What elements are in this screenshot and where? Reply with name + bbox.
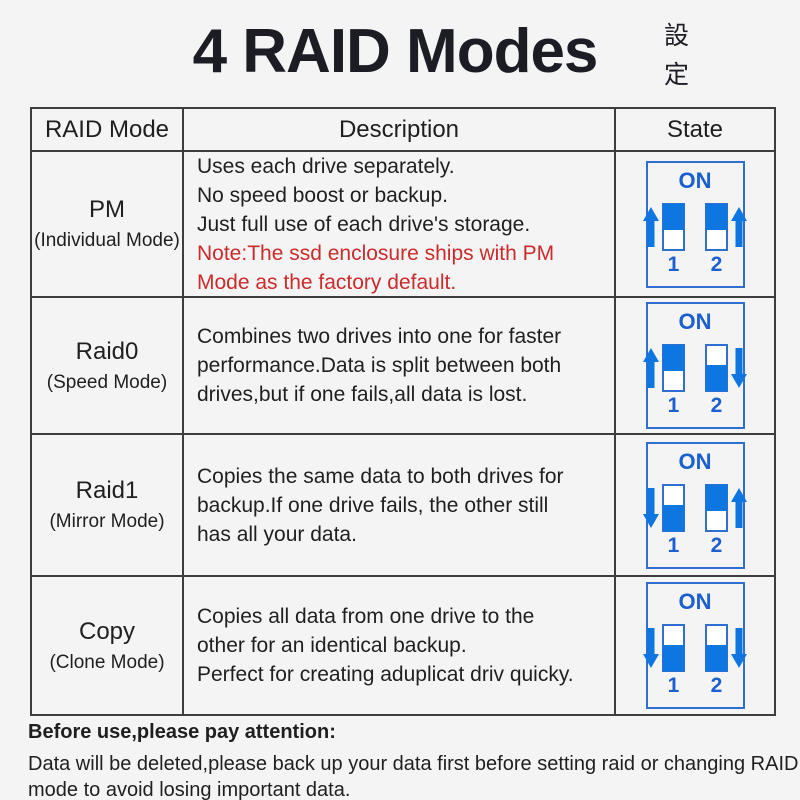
dip-switch-1 [662, 483, 685, 532]
note-line-red: Mode as the factory default. [197, 270, 457, 294]
raid-modes-table: RAID Mode Description State PM (Individu… [30, 107, 776, 716]
dip-switch-2 [705, 344, 728, 392]
note-line-red: Note:The ssd enclosure ships with PM [197, 241, 555, 265]
switch-number-2: 2 [710, 674, 723, 697]
on-label: ON [678, 167, 712, 193]
mode-subtitle: (Speed Mode) [46, 371, 168, 393]
dip-switch-2 [705, 202, 728, 251]
arrow-up-icon [731, 206, 747, 247]
description-line: Copies all data from one drive to the [197, 605, 535, 628]
state-cell-raid1: ON 1 2 [616, 435, 774, 577]
vertical-cjk-title: 設 定 [664, 24, 689, 88]
dip-switch-diagram-raid0: ON 1 2 [643, 302, 747, 429]
mode-name: Raid0 [75, 337, 139, 365]
switch-row [643, 202, 747, 251]
dip-switch-1 [662, 624, 685, 672]
arrow-down-icon [643, 487, 659, 528]
mode-name: Copy [78, 617, 136, 645]
switch-number-2: 2 [710, 533, 723, 557]
mode-name: Raid1 [75, 477, 139, 504]
footer-body-line: Data will be deleted,please back up your… [28, 753, 799, 775]
switch-knob [663, 203, 684, 230]
state-cell-raid0: ON 1 2 [616, 298, 774, 435]
cjk-char-ding: 定 [664, 61, 690, 89]
switch-knob [663, 345, 684, 371]
description-line: Copies the same data to both drives for [197, 464, 564, 488]
switch-numbers: 1 2 [662, 394, 728, 417]
arrow-up-icon [643, 348, 659, 388]
switch-number-2: 2 [710, 394, 723, 417]
description-line: other for an identical backup. [197, 634, 467, 657]
footer-warning: Before use,please pay attention: Data wi… [28, 721, 799, 800]
switch-knob [706, 365, 727, 391]
arrow-down-icon [643, 628, 659, 668]
switch-knob [663, 645, 684, 671]
dip-switch-diagram-pm: ON 1 2 [643, 160, 747, 288]
description-line: Perfect for creating aduplicat driv quic… [197, 663, 574, 686]
description-line: Uses each drive separately. [197, 154, 455, 178]
footer-body-line: mode to avoid losing important data. [28, 779, 351, 800]
mode-subtitle: (Mirror Mode) [49, 511, 165, 532]
description-line: Just full use of each drive's storage. [197, 212, 531, 236]
column-header-raid-mode: RAID Mode [32, 109, 184, 152]
description-line: performance.Data is split between both [197, 354, 562, 377]
column-header-state: State [616, 109, 774, 152]
dip-switch-1 [662, 344, 685, 392]
mode-name: PM [89, 196, 125, 223]
description-cell-raid0: Combines two drives into one for faster … [184, 298, 616, 435]
mode-cell-raid0: Raid0 (Speed Mode) [32, 298, 184, 435]
description-line: has all your data. [197, 522, 357, 546]
switch-numbers: 1 2 [662, 534, 728, 557]
arrow-down-icon [731, 628, 747, 668]
page-title: 4 RAID Modes [192, 17, 599, 86]
switch-row [643, 344, 747, 392]
switch-row [643, 624, 747, 672]
switch-numbers: 1 2 [662, 253, 728, 276]
switch-row [643, 483, 747, 532]
description-line: backup.If one drive fails, the other sti… [197, 493, 549, 517]
arrow-up-icon [731, 487, 747, 528]
switch-knob [706, 203, 727, 230]
mode-subtitle: (Individual Mode) [34, 230, 180, 251]
description-cell-pm: Uses each drive separately. No speed boo… [184, 152, 616, 298]
mode-cell-pm: PM (Individual Mode) [32, 152, 184, 298]
cjk-char-she: 設 [664, 22, 690, 50]
arrow-up-icon [643, 206, 659, 247]
mode-cell-raid1: Raid1 (Mirror Mode) [32, 435, 184, 577]
description-line: No speed boost or backup. [197, 183, 448, 207]
switch-number-1: 1 [667, 533, 680, 557]
dip-switch-2 [705, 624, 728, 672]
dip-switch-1 [662, 202, 685, 251]
dip-switch-diagram-copy: ON 1 2 [643, 582, 747, 709]
mode-cell-copy: Copy (Clone Mode) [32, 577, 184, 714]
on-label: ON [678, 448, 712, 474]
switch-numbers: 1 2 [662, 674, 728, 697]
column-header-description: Description [184, 109, 616, 152]
switch-knob [663, 504, 684, 531]
switch-number-1: 1 [667, 394, 680, 417]
switch-knob [706, 484, 727, 511]
description-line: drives,but if one fails,all data is lost… [197, 383, 528, 406]
switch-number-1: 1 [667, 674, 680, 697]
switch-number-2: 2 [710, 252, 723, 276]
description-cell-copy: Copies all data from one drive to the ot… [184, 577, 616, 714]
switch-knob [706, 645, 727, 671]
on-label: ON [678, 309, 712, 334]
on-label: ON [678, 589, 712, 614]
switch-number-1: 1 [667, 252, 680, 276]
dip-switch-diagram-raid1: ON 1 2 [643, 441, 747, 569]
footer-heading: Before use,please pay attention: [28, 721, 336, 743]
arrow-down-icon [731, 348, 747, 388]
description-line: Combines two drives into one for faster [197, 325, 562, 348]
state-cell-copy: ON 1 2 [616, 577, 774, 714]
dip-switch-2 [705, 483, 728, 532]
mode-subtitle: (Clone Mode) [49, 651, 165, 673]
description-cell-raid1: Copies the same data to both drives for … [184, 435, 616, 577]
state-cell-pm: ON 1 2 [616, 152, 774, 298]
